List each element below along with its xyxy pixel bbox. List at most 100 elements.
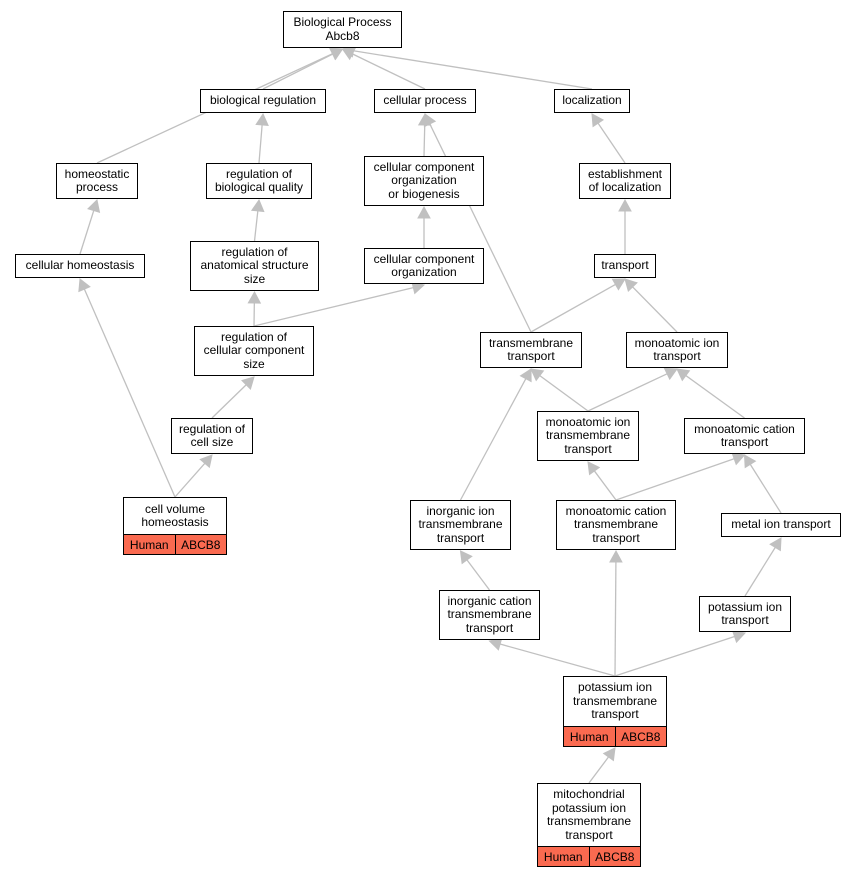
node-label: cellular component organization [373, 251, 475, 279]
node-localization[interactable]: localization [554, 89, 630, 113]
node-transmembrane-transport[interactable]: transmembrane transport [480, 332, 582, 368]
arrowhead [743, 454, 757, 469]
edge-line [353, 50, 593, 90]
edge-kitt-to-kit [614, 630, 746, 677]
edge-tmt-to-cellproc [423, 113, 532, 333]
node-label: cellular homeostasis [25, 258, 135, 273]
node-cell-volume-homeostasis[interactable]: cell volume homeostasis Human ABCB8 [123, 497, 227, 555]
node-label: metal ion transport [731, 517, 831, 532]
arrowhead [78, 278, 91, 293]
edge-mitt-to-tmt [530, 368, 589, 412]
node-label: mitochondrial potassium ion transmembran… [546, 787, 632, 842]
arrowhead [250, 198, 265, 213]
edge-line [614, 635, 735, 677]
arrowhead [624, 278, 638, 293]
arrowhead [459, 550, 473, 565]
edge-regcs-to-regccs [211, 376, 255, 419]
node-biological-regulation[interactable]: biological regulation [200, 89, 326, 113]
node-monoatomic-ion-transmembrane-transport[interactable]: monoatomic ion transmembrane transport [537, 411, 639, 461]
node-cellular-homeostasis[interactable]: cellular homeostasis [15, 254, 145, 278]
arrowhead [663, 367, 678, 381]
edge-cvh-to-regcs [174, 454, 213, 498]
edge-line [588, 756, 610, 784]
node-label: cellular process [383, 93, 467, 108]
node-label: inorganic cation transmembrane transport [447, 593, 532, 635]
edge-regccs-to-regass [247, 290, 262, 327]
node-monoatomic-ion-transport[interactable]: monoatomic ion transport [626, 332, 728, 368]
edge-mctt-to-mitt [587, 461, 617, 501]
gene-annotation[interactable]: ABCB8 [614, 727, 667, 746]
edge-line [459, 378, 527, 501]
arrowhead [591, 113, 605, 128]
edge-line [423, 124, 426, 157]
node-mitochondrial-potassium-ion-transmembrane-transport[interactable]: mitochondrial potassium ion transmembran… [537, 783, 641, 867]
node-label: potassium ion transmembrane transport [572, 680, 658, 722]
arrowhead [519, 368, 532, 383]
node-regulation-of-cellular-component-size[interactable]: regulation of cellular component size [194, 326, 314, 376]
node-regulation-of-biological-quality[interactable]: regulation of biological quality [206, 163, 312, 199]
node-regulation-of-anatomical-structure-size[interactable]: regulation of anatomical structure size [190, 241, 319, 291]
arrowhead [417, 205, 431, 219]
arrowhead [87, 199, 101, 214]
node-establishment-of-localization[interactable]: establishment of localization [579, 163, 671, 199]
node-label: cellular component organization or bioge… [373, 159, 475, 201]
edge-cellhomeo-to-homeoproc [79, 199, 101, 255]
species-annotation[interactable]: Human [543, 849, 583, 864]
node-cellular-component-organization[interactable]: cellular component organization [364, 248, 484, 284]
arrowhead [587, 461, 601, 476]
node-monoatomic-cation-transmembrane-transport[interactable]: monoatomic cation transmembrane transpor… [556, 500, 676, 550]
edge-line [539, 375, 589, 412]
node-inorganic-ion-transmembrane-transport[interactable]: inorganic ion transmembrane transport [410, 500, 511, 550]
node-inorganic-cation-transmembrane-transport[interactable]: inorganic cation transmembrane transport [439, 590, 540, 640]
node-potassium-ion-transmembrane-transport[interactable]: potassium ion transmembrane transport Hu… [563, 676, 667, 747]
species-annotation[interactable]: Human [569, 729, 609, 744]
edge-line [744, 547, 776, 597]
arrowhead [731, 452, 746, 466]
arrowhead [530, 368, 545, 382]
edge-mct-to-mit [676, 368, 745, 419]
node-potassium-ion-transport[interactable]: potassium ion transport [699, 596, 791, 632]
node-label: monoatomic ion transport [634, 335, 720, 363]
node-label: regulation of cellular component size [203, 329, 305, 371]
arrowhead [241, 376, 255, 390]
node-cellular-process[interactable]: cellular process [374, 89, 476, 113]
gene-annotation[interactable]: ABCB8 [174, 535, 227, 554]
arrowhead [329, 47, 344, 61]
edge-regbioq-to-bioreg [255, 112, 269, 164]
edge-cco-to-ccob [417, 205, 431, 248]
species-annotation[interactable]: Human [129, 537, 169, 552]
edge-line [749, 464, 782, 514]
edge-ictt-to-iitt [459, 550, 491, 591]
node-label: regulation of biological quality [214, 166, 304, 194]
node-label: Biological Process Abcb8 [293, 15, 392, 43]
edge-estloc-to-local [591, 113, 626, 164]
node-label: regulation of cell size [178, 421, 246, 449]
node-regulation-of-cell-size[interactable]: regulation of cell size [171, 418, 253, 454]
arrowhead [676, 368, 691, 382]
node-cellular-component-organization-or-biogenesis[interactable]: cellular component organization or bioge… [364, 156, 484, 206]
node-biological-process[interactable]: Biological Process Abcb8 [283, 11, 402, 48]
edge-line [262, 53, 334, 90]
edge-mctt-to-mct [615, 452, 746, 501]
node-metal-ion-transport[interactable]: metal ion transport [721, 513, 841, 537]
node-monoatomic-cation-transport[interactable]: monoatomic cation transport [684, 418, 805, 454]
node-label: cell volume homeostasis [141, 501, 209, 529]
node-label: localization [562, 93, 622, 108]
gene-annotation[interactable]: ABCB8 [588, 847, 641, 866]
edge-line [83, 288, 176, 498]
edge-iitt-to-tmt [459, 368, 532, 501]
edge-line [258, 124, 263, 164]
edge-metal-to-mct [743, 454, 782, 514]
edge-kitt-to-mctt [609, 549, 623, 677]
node-transport[interactable]: transport [594, 254, 656, 278]
edge-line [79, 210, 95, 255]
edge-line [597, 122, 626, 164]
edge-line [615, 458, 735, 501]
edge-cvh-to-cellhomeo [78, 278, 176, 498]
node-homeostatic-process[interactable]: homeostatic process [56, 163, 138, 199]
edge-mit-to-transport [624, 278, 678, 333]
arrowhead [611, 278, 626, 291]
edge-line [593, 470, 617, 501]
edge-cellproc-to-bp [341, 47, 426, 90]
